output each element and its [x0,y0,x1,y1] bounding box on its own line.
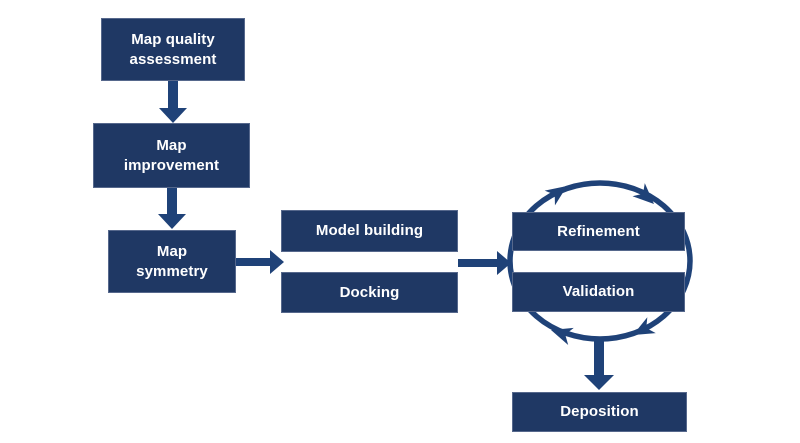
arrow-right-symmetry-to-modelbuilding-icon [236,250,284,274]
node-map-symmetry: Map symmetry [108,230,236,293]
node-validation: Validation [512,272,685,312]
node-docking: Docking [281,272,458,313]
cycle-ellipse [507,180,693,342]
node-deposition: Deposition [512,392,687,432]
cycle-arrowhead-top-left-icon [544,186,567,206]
arrow-down-improvement-to-symmetry-icon [158,187,186,229]
node-map-quality-assessment: Map quality assessment [101,18,245,81]
node-refinement: Refinement [512,212,685,251]
node-model-building: Model building [281,210,458,252]
cycle-arrowhead-bottom-left-icon [551,327,574,346]
cycle-arrowhead-bottom-right-icon [633,317,656,335]
cycle-arrowhead-top-right-icon [632,183,654,204]
arrow-down-assessment-to-improvement-icon [159,80,187,123]
cycle-arrow-icon [507,180,693,346]
arrow-right-modelbuilding-to-refinement-icon [458,251,511,275]
arrow-down-cycle-to-deposition-icon [584,337,614,390]
node-map-improvement: Map improvement [93,123,250,188]
